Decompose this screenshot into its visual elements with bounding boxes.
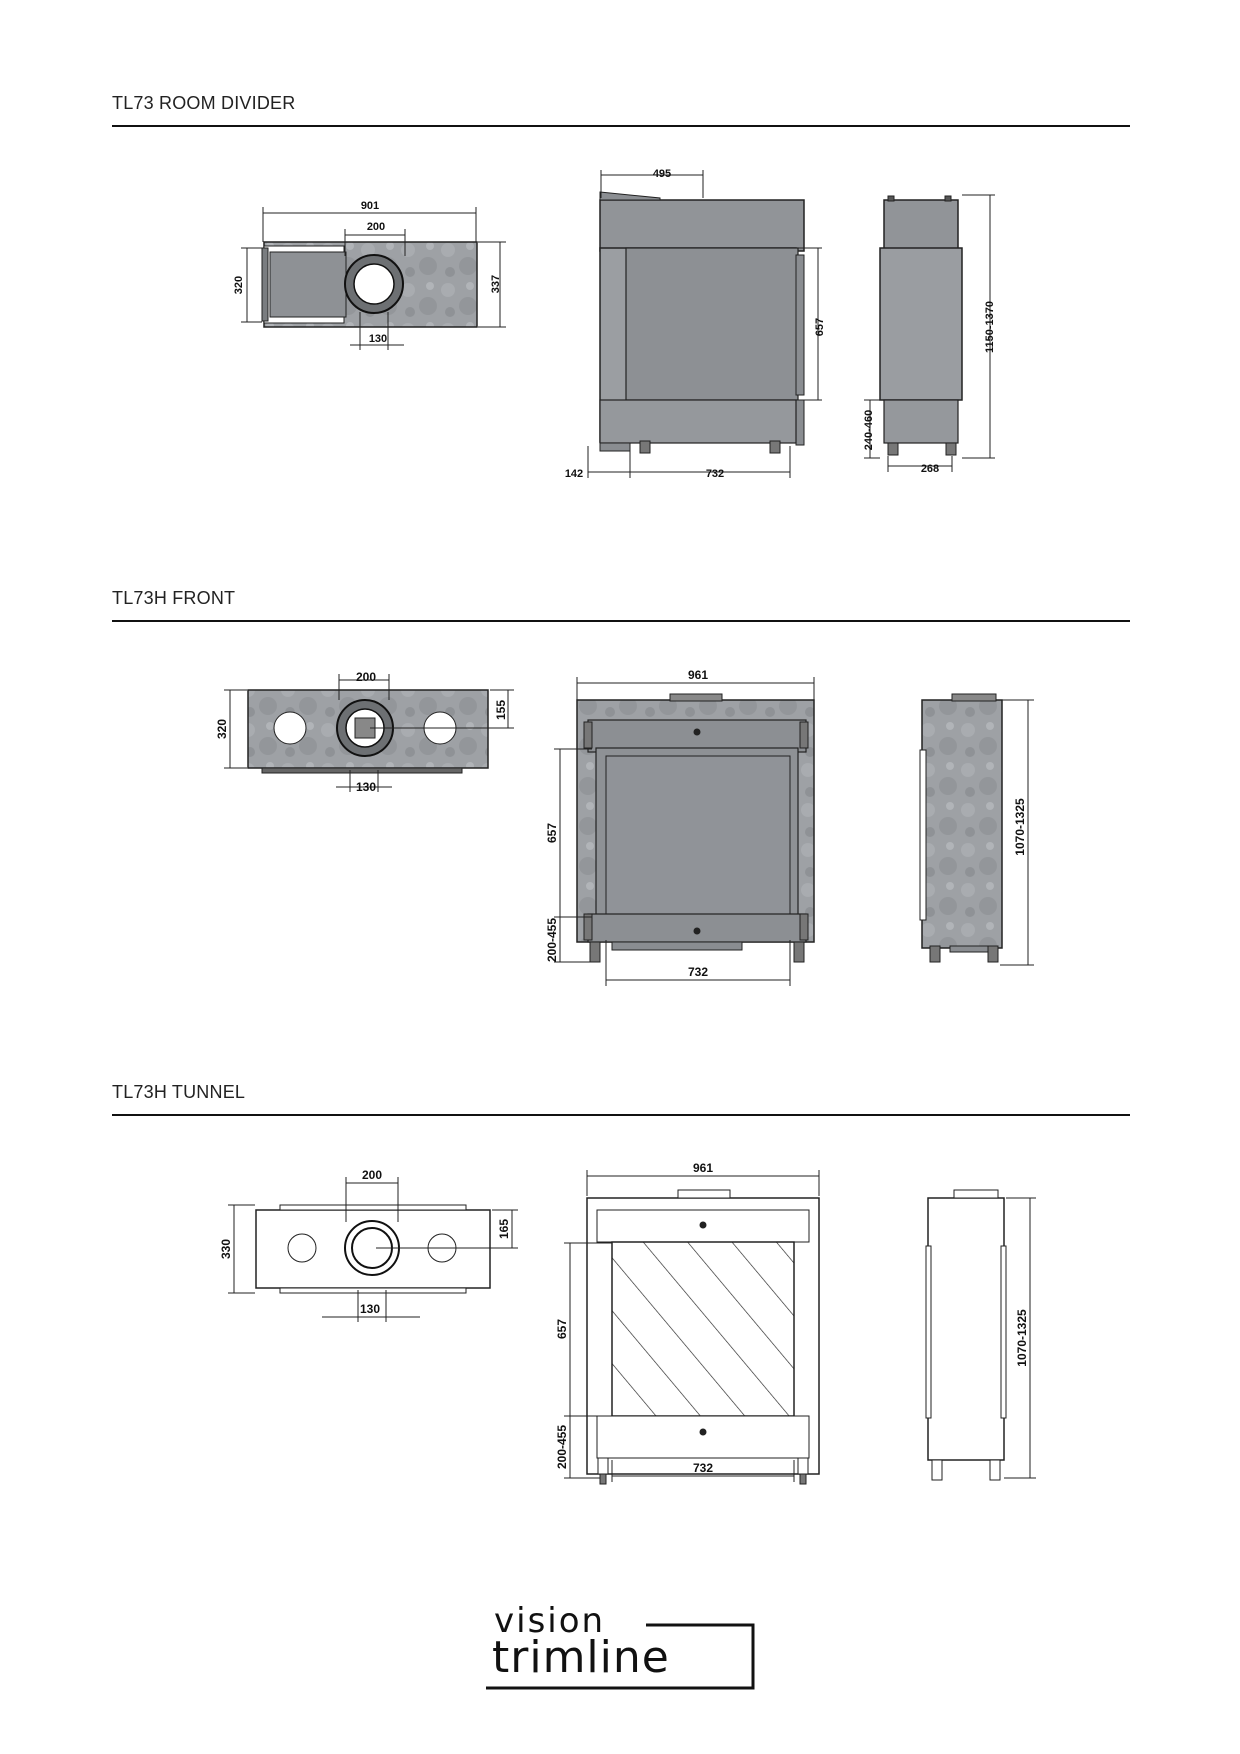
dim-label: 961 xyxy=(688,668,708,682)
dim-label: 142 xyxy=(565,468,583,480)
dim-label: 337 xyxy=(490,275,502,293)
dim-label: 200 xyxy=(362,1168,382,1182)
dim-label: 657 xyxy=(555,1319,569,1339)
dim-label: 330 xyxy=(219,1239,233,1259)
tunnel-side-view xyxy=(925,1189,1007,1481)
room-divider-side-view xyxy=(879,195,963,456)
dim-label: 320 xyxy=(233,276,245,294)
section-title-room-divider: TL73 ROOM DIVIDER xyxy=(112,93,296,113)
section-rule xyxy=(112,1114,1130,1116)
dim-label: 200 xyxy=(356,670,376,684)
dim-label: 320 xyxy=(215,719,229,739)
logo-line1: vision xyxy=(494,1601,605,1641)
dim-label: 200-455 xyxy=(555,1425,569,1469)
dim-label: 155 xyxy=(494,700,508,720)
dim-label: 1070-1325 xyxy=(1013,798,1027,856)
dim-label: 130 xyxy=(360,1302,380,1316)
logo-line2: trimline xyxy=(492,1632,670,1683)
vision-trimline-logo: vision trimline xyxy=(486,1601,755,1690)
front-side-view xyxy=(919,693,1003,963)
front-front-view xyxy=(576,693,815,963)
dim-label: 1150-1370 xyxy=(984,301,996,353)
tunnel-top-view xyxy=(255,1204,491,1294)
dim-label: 495 xyxy=(653,168,671,180)
dim-label: 240-460 xyxy=(863,410,875,450)
dim-label: 732 xyxy=(693,1461,713,1475)
tunnel-front-view xyxy=(586,1189,820,1485)
dim-label: 961 xyxy=(693,1161,713,1175)
dim-label: 657 xyxy=(814,318,826,336)
room-divider-front-view xyxy=(599,191,805,454)
section-title-tunnel: TL73H TUNNEL xyxy=(112,1082,246,1102)
section-rule xyxy=(112,620,1130,622)
room-divider-top-view xyxy=(261,241,478,328)
dim-label: 1070-1325 xyxy=(1015,1309,1029,1367)
dim-label: 130 xyxy=(369,333,387,345)
section-rule xyxy=(112,125,1130,127)
dim-label: 200 xyxy=(367,221,385,233)
front-top-view xyxy=(247,689,489,774)
dim-label: 901 xyxy=(361,200,379,212)
dim-label: 732 xyxy=(706,468,724,480)
dim-label: 732 xyxy=(688,965,708,979)
section-title-front: TL73H FRONT xyxy=(112,588,236,608)
dim-label: 268 xyxy=(921,463,939,475)
dim-label: 200-455 xyxy=(545,918,559,962)
dim-label: 165 xyxy=(497,1219,511,1239)
dim-label: 130 xyxy=(356,780,376,794)
dim-label: 657 xyxy=(545,823,559,843)
